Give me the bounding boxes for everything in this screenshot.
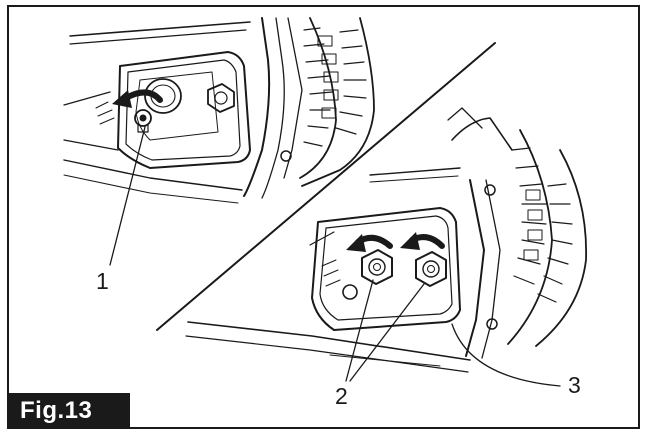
leader-line-1 — [109, 126, 146, 266]
diagonal-divider — [156, 42, 496, 331]
callout-3: 3 — [568, 372, 581, 398]
leader-line-2b — [349, 283, 425, 382]
figure-label: Fig.13 — [20, 396, 93, 424]
bottom-right-view — [185, 107, 588, 373]
callout-2: 2 — [335, 383, 348, 409]
leader-line-2a — [345, 279, 374, 382]
leader-line-3 — [451, 323, 561, 387]
top-left-view — [63, 17, 375, 204]
figure-label-tab: Fig.13 — [8, 393, 130, 428]
callout-1: 1 — [96, 268, 109, 294]
